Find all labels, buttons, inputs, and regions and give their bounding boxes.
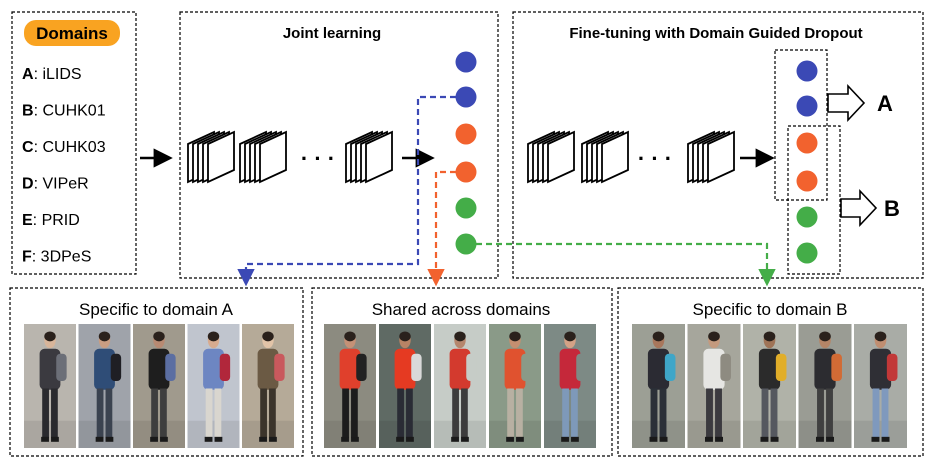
domain-item: F: 3DPeS [22, 249, 91, 266]
feature-map-stack [345, 130, 393, 184]
panel-specific-a-title: Specific to domain A [79, 300, 234, 319]
domain-name: : 3DPeS [32, 249, 92, 266]
pedestrian-photo [798, 324, 852, 448]
pedestrian-photo [379, 324, 431, 448]
domain-name: : VIPeR [34, 176, 89, 193]
joint-learning-box: Joint learning [179, 11, 499, 279]
domain-letter: A [22, 66, 34, 83]
photos-domain-a [24, 324, 294, 448]
domain-letter: D [22, 176, 34, 193]
fine-tuning-ellipsis: · · · [638, 146, 672, 171]
fine-tuning-neuron-column [796, 60, 818, 264]
orange-neuron [796, 170, 818, 192]
domain-item: B: CUHK01 [22, 103, 106, 120]
orange-neuron [796, 132, 818, 154]
pedestrian-photo [743, 324, 796, 448]
feature-map-stack [187, 130, 235, 184]
pedestrian-photo [324, 324, 376, 448]
fine-tuning-box: Fine-tuning with Domain Guided Dropout [512, 11, 924, 279]
green-neuron [455, 233, 477, 255]
domain-letter: E [22, 212, 33, 229]
panel-specific-b-title: Specific to domain B [693, 300, 848, 319]
domain-letter: F [22, 249, 32, 266]
blue-connector [237, 95, 456, 287]
arrow-to-b [840, 188, 878, 228]
pedestrian-photo [544, 324, 596, 448]
pedestrian-photo [854, 324, 907, 448]
domain-item: E: PRID [22, 212, 80, 229]
photos-shared [324, 324, 596, 448]
blue-neuron [796, 95, 818, 117]
orange-connector [427, 170, 456, 287]
fine-tuning-feature-maps [527, 130, 735, 184]
green-neuron [796, 206, 818, 228]
domain-name: : CUHK01 [34, 103, 106, 120]
pedestrian-photo [242, 324, 294, 448]
feature-map-stack [239, 130, 287, 184]
green-neuron [796, 242, 818, 264]
pedestrian-photo [434, 324, 486, 448]
domain-item: D: VIPeR [22, 176, 89, 193]
orange-neuron [455, 161, 477, 183]
pedestrian-photo [632, 324, 685, 448]
feature-map-stack [581, 130, 629, 184]
panel-specific-a: Specific to domain A [9, 287, 304, 457]
domain-name: : CUHK03 [34, 139, 106, 156]
domain-a-group-box [774, 49, 828, 201]
domain-letter: B [22, 103, 34, 120]
panel-shared-title: Shared across domains [372, 300, 551, 319]
arrow-to-a [827, 83, 866, 123]
pedestrian-photo [489, 324, 541, 448]
pedestrian-photo [133, 324, 185, 448]
domain-item: C: CUHK03 [22, 139, 106, 156]
output-a-label: A [877, 91, 893, 116]
domain-b-group-box [787, 125, 841, 275]
panel-shared: Shared across domains [311, 287, 613, 457]
panel-specific-b: Specific to domain B [617, 287, 924, 457]
feature-map-stack [687, 130, 735, 184]
feature-map-stack [527, 130, 575, 184]
fine-tuning-title: Fine-tuning with Domain Guided Dropout [569, 25, 862, 42]
blue-neuron [455, 86, 477, 108]
pedestrian-photo [78, 324, 131, 448]
pedestrian-photo [187, 324, 240, 448]
green-connector [476, 242, 776, 287]
domains-badge [24, 20, 120, 46]
domain-name: : iLIDS [34, 66, 82, 83]
blue-neuron [455, 51, 477, 73]
photos-domain-b [632, 324, 907, 448]
pedestrian-photo [687, 324, 741, 448]
joint-ellipsis: · · · [301, 146, 335, 171]
blue-neuron [796, 60, 818, 82]
joint-neuron-column [455, 51, 477, 255]
pedestrian-photo [24, 324, 76, 448]
domains-title: Domains [36, 24, 108, 43]
green-neuron [455, 197, 477, 219]
orange-neuron [455, 123, 477, 145]
domain-item: A: iLIDS [22, 66, 82, 83]
output-b-label: B [884, 196, 900, 221]
joint-feature-maps [187, 130, 393, 184]
domain-name: : PRID [33, 212, 80, 229]
joint-learning-title: Joint learning [283, 25, 381, 42]
domain-letter: C [22, 139, 34, 156]
